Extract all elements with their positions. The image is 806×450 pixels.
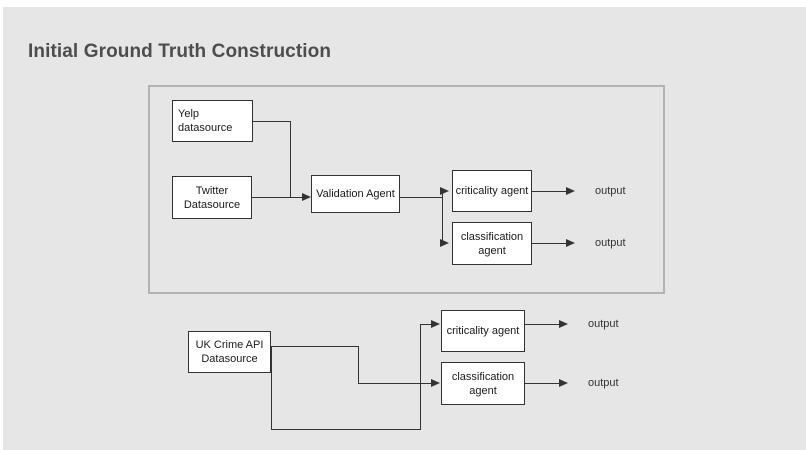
node-classification-agent-2[interactable]: classification agent xyxy=(441,362,525,405)
edge-ukcrime-to-criticality-seg xyxy=(420,324,433,325)
arrowhead-into-criticality-agent-2 xyxy=(431,320,440,328)
node-label-line2: agent xyxy=(469,384,497,397)
edge-ukcrime-bottom-vertical xyxy=(271,346,272,430)
node-label: Twitter Datasource xyxy=(184,184,240,212)
edge-yelp-to-trunk-vertical xyxy=(290,121,291,198)
node-label-line2: Datasource xyxy=(183,198,241,211)
edge-yelp-to-trunk-horizontal xyxy=(253,121,291,122)
arrowhead-into-classification-agent-2 xyxy=(431,379,440,387)
node-label: criticality agent xyxy=(455,185,529,197)
slide-canvas: Initial Ground Truth Construction Yelp d… xyxy=(3,7,806,450)
output-label-criticality: output xyxy=(595,185,626,197)
arrowhead-into-criticality-agent xyxy=(440,187,449,195)
arrowhead-classification-output xyxy=(566,239,575,247)
node-yelp-datasource[interactable]: Yelp datasource xyxy=(172,100,253,142)
edge-classification-to-output xyxy=(532,243,568,244)
node-classification-agent[interactable]: classification agent xyxy=(452,222,532,265)
edge-criticality-to-output xyxy=(532,191,568,192)
node-validation-agent[interactable]: Validation Agent xyxy=(311,175,400,213)
edge-validation-split-vertical xyxy=(442,191,443,243)
edge-criticality2-to-output xyxy=(525,324,561,325)
node-label-line1: classification xyxy=(460,230,524,243)
node-label-line2: Datasource xyxy=(201,353,258,365)
arrowhead-into-classification-agent xyxy=(440,239,449,247)
edge-validation-out-horizontal xyxy=(400,197,443,198)
upper-flow-group-frame xyxy=(148,85,665,294)
arrowhead-criticality-output xyxy=(566,187,575,195)
node-uk-crime-api-datasource[interactable]: UK Crime API Datasource xyxy=(188,331,271,373)
node-label: UK Crime API Datasource xyxy=(196,338,264,366)
output-label-classification: output xyxy=(595,237,626,249)
edge-ukcrime-to-classification-seg2 xyxy=(358,383,433,384)
node-label-line1: UK Crime API xyxy=(195,339,264,351)
node-label: Yelp datasource xyxy=(178,108,233,134)
node-label: classification agent xyxy=(461,230,523,258)
node-label: criticality agent xyxy=(446,325,520,337)
edge-ukcrime-bottom-horizontal xyxy=(271,429,421,430)
node-twitter-datasource[interactable]: Twitter Datasource xyxy=(172,176,252,219)
arrowhead-classification2-output xyxy=(559,379,568,387)
node-label: Validation Agent xyxy=(316,188,395,200)
edge-ukcrime-to-classification-vertical xyxy=(358,346,359,384)
node-label: classification agent xyxy=(452,370,514,398)
edge-classification2-to-output xyxy=(525,383,561,384)
node-label-line2: agent xyxy=(478,244,506,257)
output-label-classification-2: output xyxy=(588,377,619,389)
arrowhead-criticality2-output xyxy=(559,320,568,328)
output-label-criticality-2: output xyxy=(588,318,619,330)
edge-ukcrime-to-classification-seg1 xyxy=(271,346,359,347)
edge-twitter-to-validation xyxy=(252,197,302,198)
node-criticality-agent[interactable]: criticality agent xyxy=(452,170,532,212)
node-criticality-agent-2[interactable]: criticality agent xyxy=(441,310,525,352)
arrowhead-into-validation-agent xyxy=(302,193,311,201)
edge-ukcrime-to-criticality-vertical xyxy=(420,324,421,430)
page-title: Initial Ground Truth Construction xyxy=(28,41,332,62)
node-label-line1: classification xyxy=(451,370,515,383)
node-label-line1: Twitter xyxy=(195,184,229,197)
